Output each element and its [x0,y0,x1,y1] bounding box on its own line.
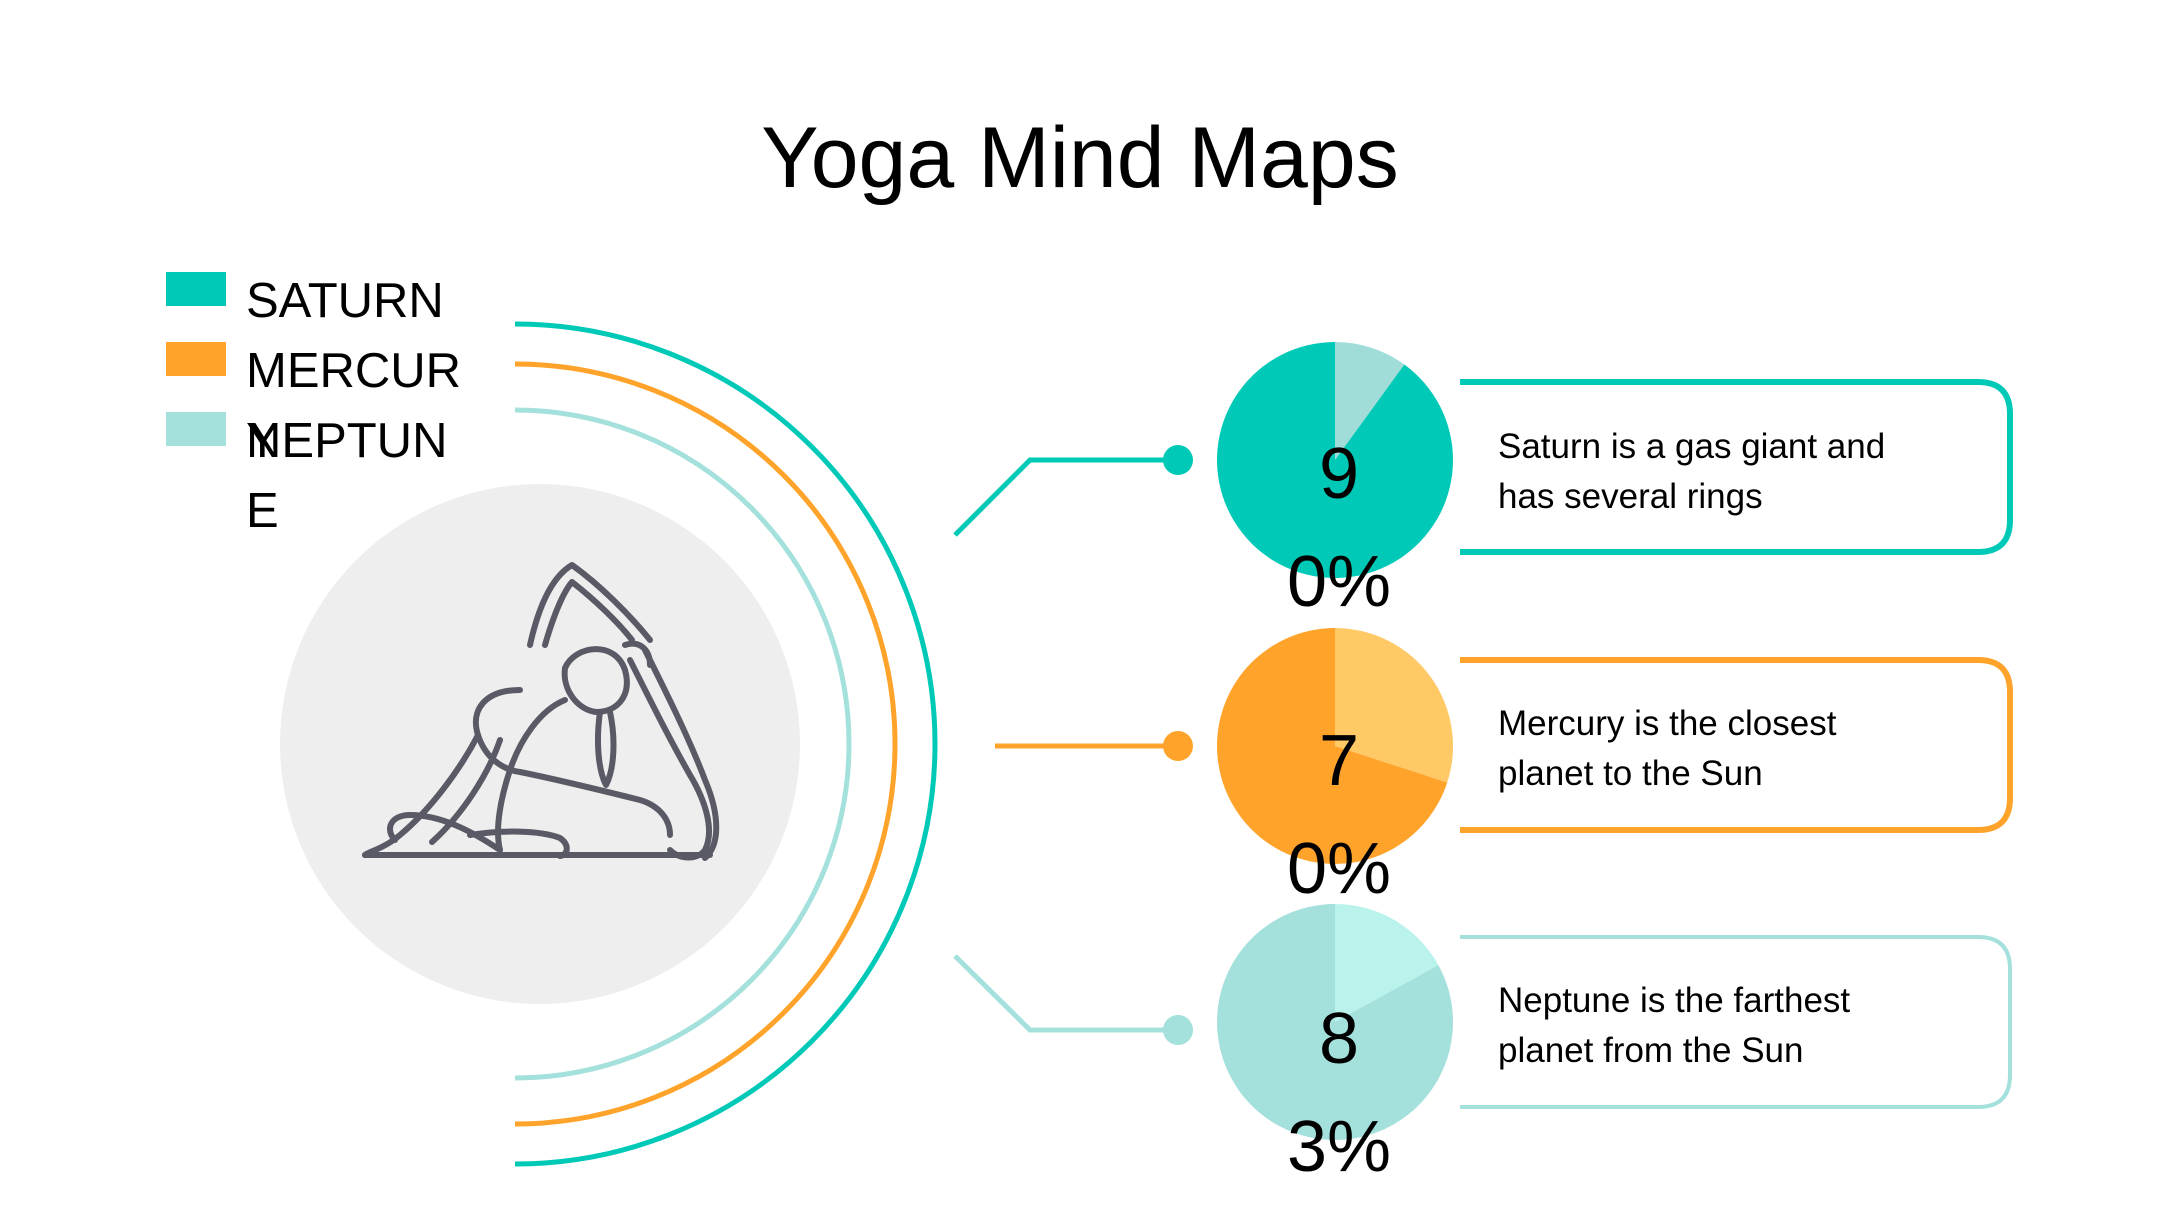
legend-item-mercury: MERCURY [166,336,496,468]
arc-neptune [514,407,852,1081]
legend-item-saturn: SATURN [166,266,496,336]
data-label-saturn: 90% [1286,434,1392,622]
illustration-background [280,484,800,1004]
page-title: Yoga Mind Maps [761,110,1399,206]
description-box-neptune [1460,935,2012,1109]
pie-slice-remaining [1335,342,1405,460]
pie-slice-value [1217,342,1453,578]
connectors [953,445,1193,1045]
arc-saturn [514,321,938,1167]
legend: SATURN MERCURY NEPTUNE [166,266,496,538]
legend-item-neptune: NEPTUNE [166,406,496,538]
pie-slice-value [1217,904,1453,1140]
pie-slice-value [1216,628,1448,864]
connector-dot-neptune [1163,1015,1193,1045]
description-box-saturn [1460,379,2013,555]
pie-slice-remaining [1335,904,1439,1022]
data-label-neptune: 83% [1286,999,1392,1187]
description-box-mercury [1460,657,2013,833]
legend-swatch [166,272,226,306]
legend-label: SATURN [246,274,444,328]
arc-mercury [514,361,898,1127]
legend-label: NEPTUNE [246,414,448,538]
connector-saturn [953,457,1178,537]
description-neptune: Neptune is the farthest planet from the … [1498,981,1851,1070]
legend-label: MERCURY [246,344,462,468]
pie-slice-remaining [1335,628,1453,783]
description-boxes [1460,379,2013,1109]
connector-neptune [953,954,1178,1033]
description-mercury: Mercury is the closest planet to the Sun [1498,704,1837,793]
yoga-illustration [280,484,800,1004]
connector-dot-saturn [1163,445,1193,475]
pie-charts [1216,342,1453,1140]
legend-swatch [166,342,226,376]
description-saturn: Saturn is a gas giant and has several ri… [1498,427,1886,516]
concentric-arcs [514,321,938,1167]
legend-swatch [166,412,226,446]
data-label-mercury: 70% [1286,721,1392,909]
connector-dot-mercury [1163,731,1193,761]
yoga-pose-icon [362,562,720,861]
